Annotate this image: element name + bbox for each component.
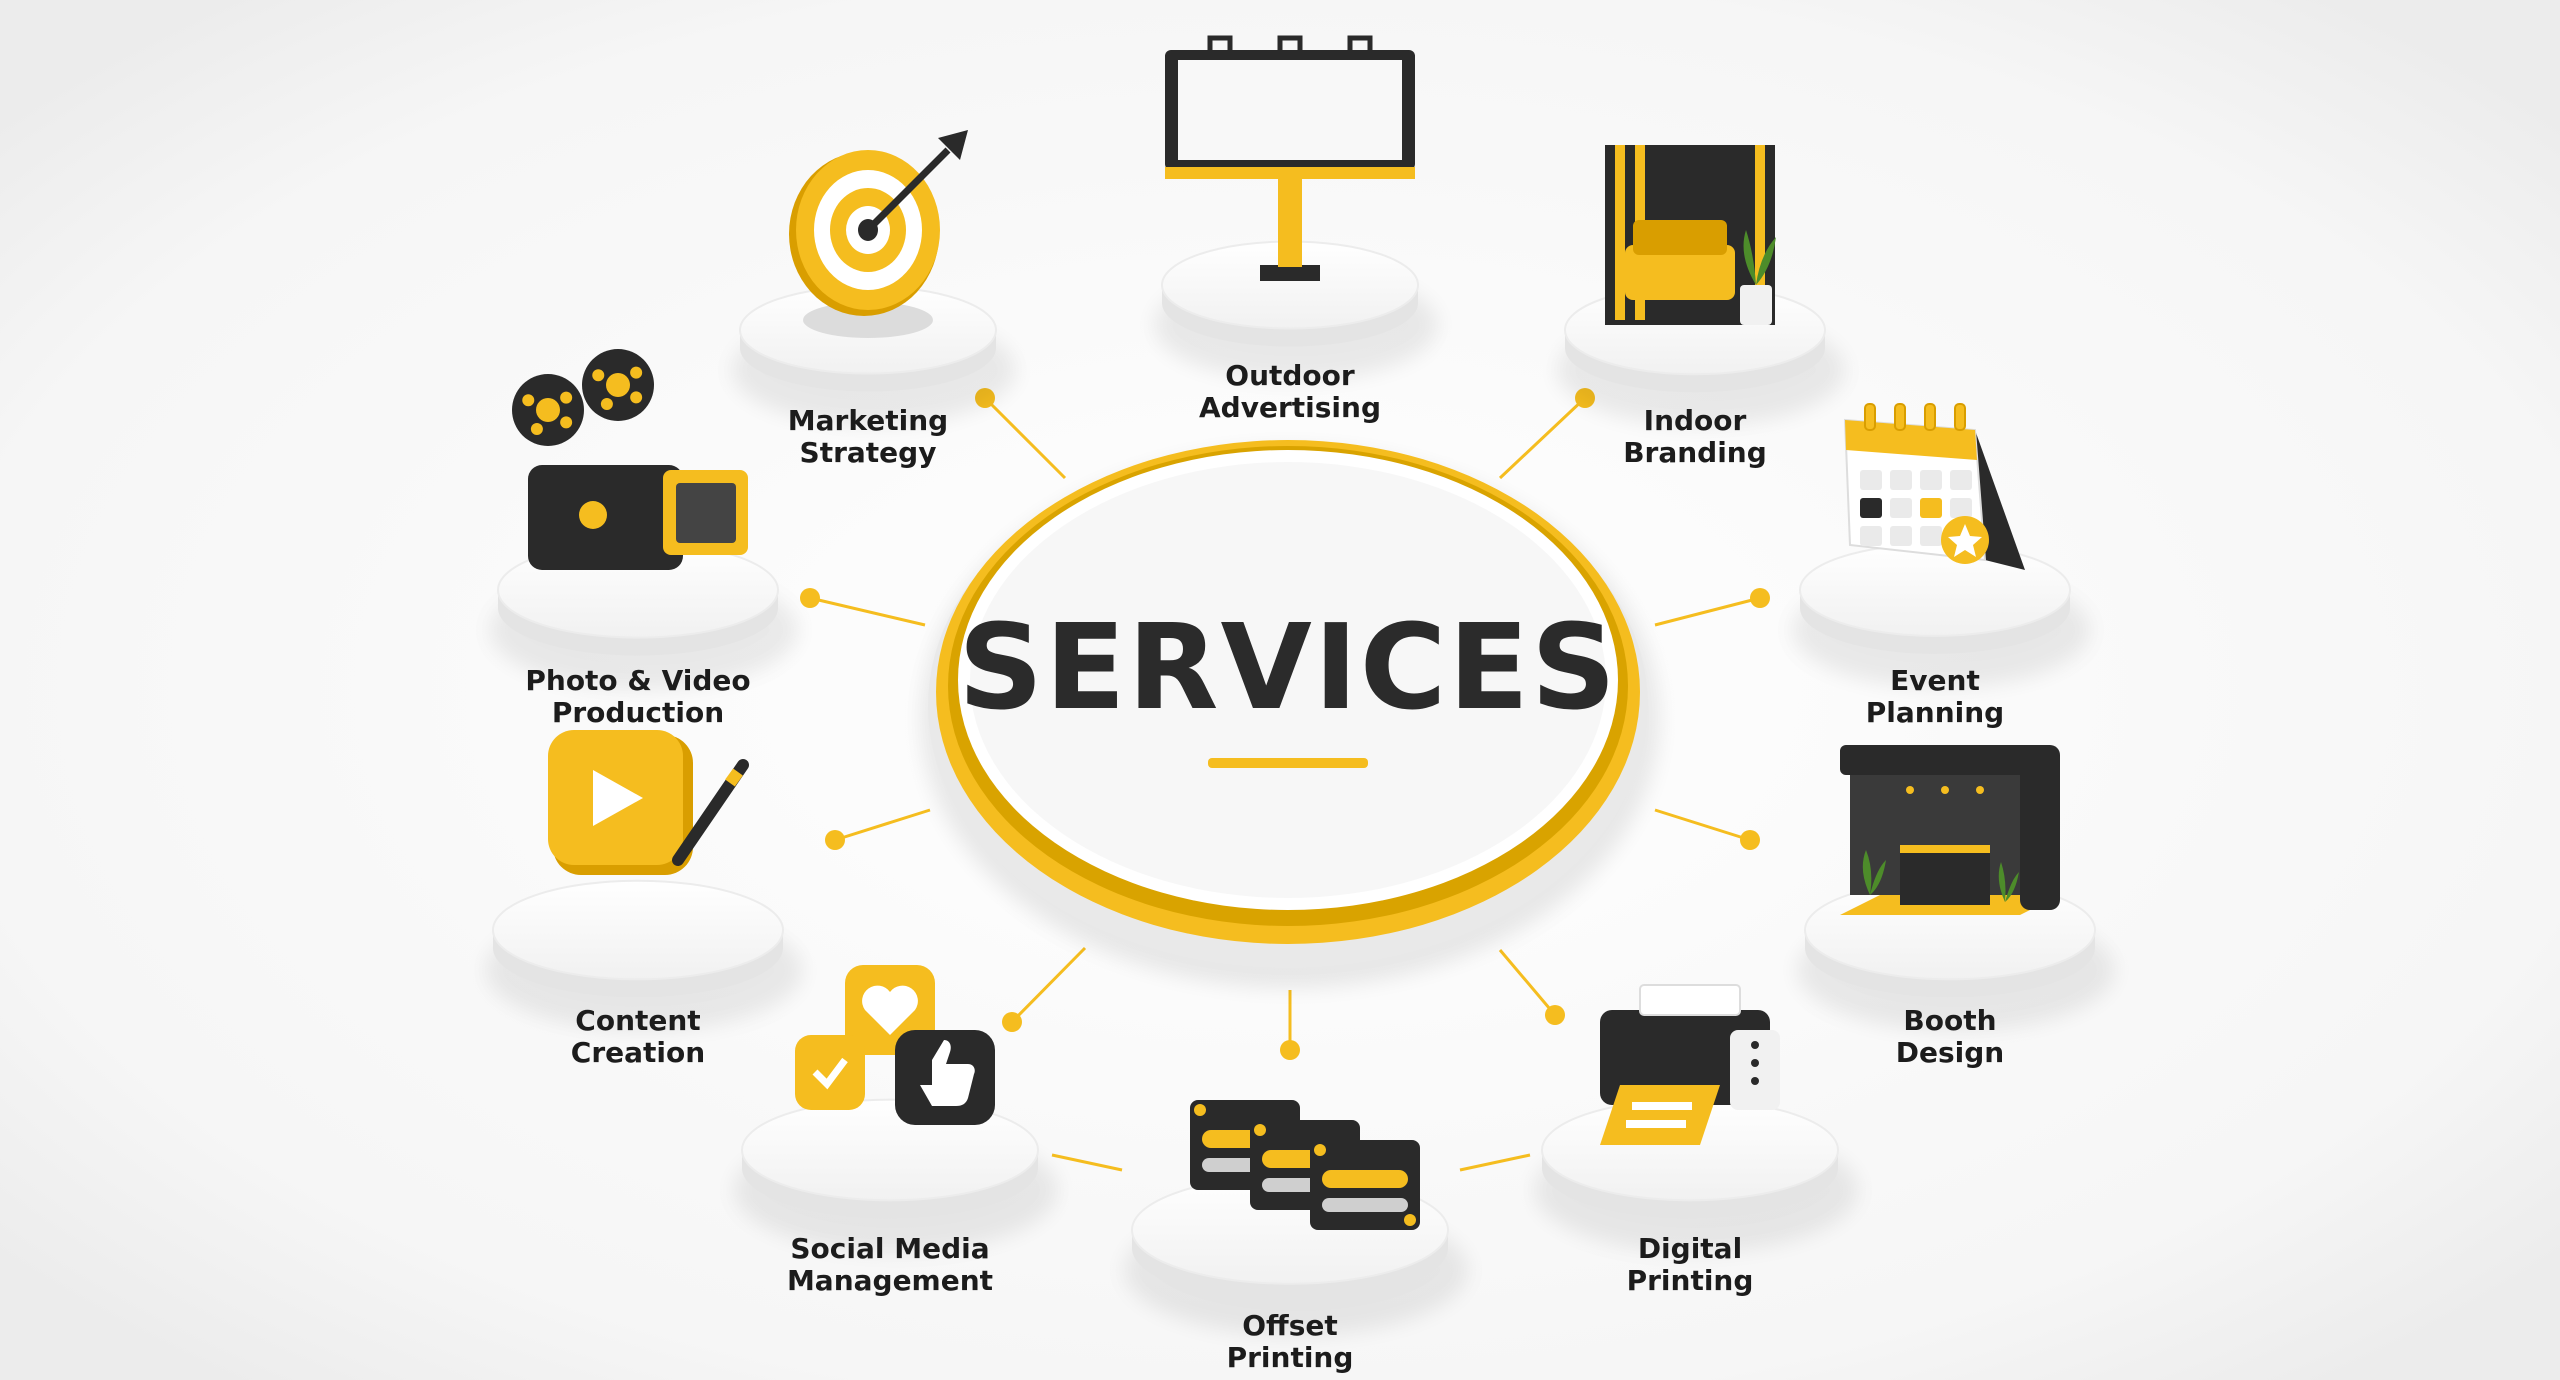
service-label-line: Production bbox=[552, 696, 724, 729]
lounge-icon bbox=[1605, 145, 1776, 325]
offset-press-icon bbox=[1190, 1100, 1420, 1230]
connector-dot bbox=[800, 588, 820, 608]
service-label-line: Digital bbox=[1638, 1232, 1742, 1265]
connector-line bbox=[809, 596, 926, 627]
service-label-line: Content bbox=[575, 1004, 700, 1037]
connector-dot bbox=[1545, 1005, 1565, 1025]
service-label-line: Event bbox=[1890, 664, 1980, 697]
service-platform bbox=[741, 1098, 1039, 1202]
service-platform bbox=[1799, 543, 2071, 637]
service-platform bbox=[492, 879, 784, 981]
service-label-line: Strategy bbox=[800, 436, 937, 469]
billboard-icon bbox=[1165, 35, 1415, 281]
connector-line bbox=[1010, 946, 1087, 1024]
service-label-line: Marketing bbox=[788, 404, 948, 437]
connector-line bbox=[1459, 1153, 1531, 1172]
connector-line bbox=[1051, 1153, 1123, 1172]
connector-line bbox=[1498, 949, 1557, 1016]
title-underline bbox=[1208, 758, 1368, 768]
service-label-line: Booth bbox=[1903, 1004, 1996, 1037]
service-label-line: Management bbox=[787, 1264, 993, 1297]
connector-dot bbox=[1750, 588, 1770, 608]
connector-dot bbox=[1280, 1040, 1300, 1060]
connector-line bbox=[983, 396, 1067, 480]
target-icon bbox=[789, 130, 968, 338]
service-node-event bbox=[1792, 403, 2090, 688]
service-node-outdoor bbox=[1154, 35, 1438, 381]
connector-line bbox=[1498, 396, 1587, 480]
service-node-photo bbox=[490, 349, 798, 690]
connector-line bbox=[834, 808, 931, 842]
service-label-line: Indoor bbox=[1644, 404, 1747, 437]
video-play-icon bbox=[548, 730, 749, 875]
diagram-title: SERVICES bbox=[958, 598, 1618, 736]
center-disc: SERVICES bbox=[920, 440, 1660, 988]
service-node-indoor bbox=[1557, 145, 1845, 427]
service-label-line: Printing bbox=[1627, 1264, 1754, 1297]
service-node-offset bbox=[1124, 1100, 1468, 1336]
calendar-icon bbox=[1843, 403, 2025, 570]
service-node-content bbox=[485, 730, 803, 1032]
connector-line bbox=[1654, 808, 1751, 842]
film-camera-icon bbox=[512, 349, 748, 570]
service-label-line: Photo & Video bbox=[525, 664, 750, 697]
connector-dot bbox=[1002, 1012, 1022, 1032]
social-media-icon bbox=[795, 965, 995, 1125]
connector-dot bbox=[1740, 830, 1760, 850]
service-node-marketing bbox=[732, 130, 1016, 426]
service-label-line: Advertising bbox=[1199, 391, 1381, 424]
connector-line bbox=[1654, 596, 1761, 627]
printer-icon bbox=[1600, 984, 1780, 1145]
connector-dot bbox=[825, 830, 845, 850]
service-node-social bbox=[734, 965, 1058, 1253]
service-label-line: Offset bbox=[1242, 1309, 1338, 1342]
service-node-digital bbox=[1534, 984, 1858, 1253]
service-label-line: Printing bbox=[1227, 1341, 1354, 1374]
service-label-line: Creation bbox=[571, 1036, 705, 1069]
service-label-line: Social Media bbox=[790, 1232, 989, 1265]
service-label-line: Outdoor bbox=[1225, 359, 1355, 392]
service-label-line: Planning bbox=[1866, 696, 2004, 729]
booth-icon bbox=[1840, 745, 2060, 915]
service-node-booth bbox=[1797, 745, 2115, 1032]
service-label-line: Design bbox=[1896, 1036, 2004, 1069]
service-label-line: Branding bbox=[1623, 436, 1767, 469]
